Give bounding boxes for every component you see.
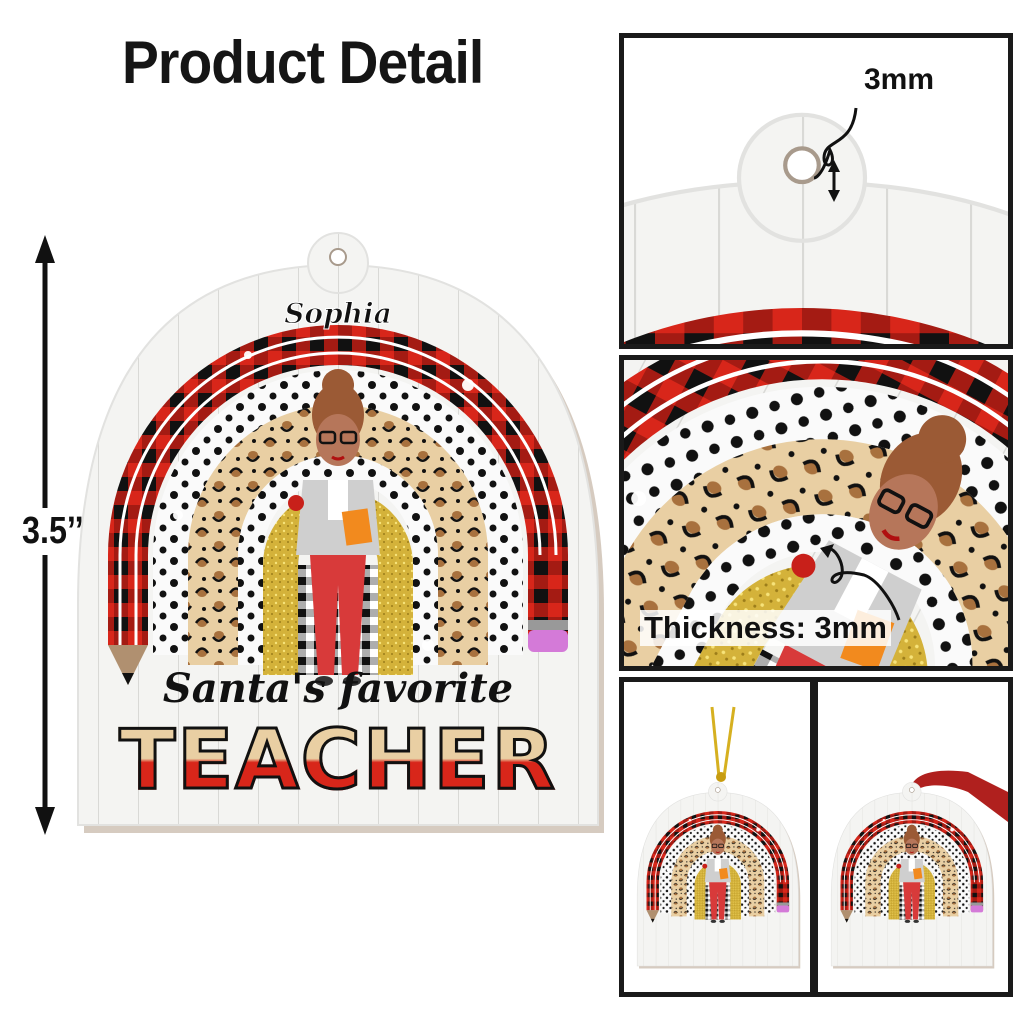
ornament-name-text: Sophia xyxy=(284,297,393,331)
ornament-line1-text: Santa's favorite xyxy=(162,665,514,712)
red-ribbon-icon xyxy=(910,770,1008,822)
gold-string-icon xyxy=(710,706,736,778)
page-title: Product Detail xyxy=(122,29,484,96)
height-label: 3.5’’ xyxy=(22,508,84,555)
hole-size-label: 3mm xyxy=(864,63,935,96)
ornament-line2-text: TEACHER xyxy=(58,712,618,810)
hole-detail-panel: 3mm xyxy=(619,33,1013,349)
gold-string-variant-panel xyxy=(619,677,815,997)
thickness-label: Thickness: 3mm xyxy=(640,610,891,646)
main-ornament-image: Sophia Santa's favorite TEACHER xyxy=(58,225,618,845)
red-ribbon-variant-panel xyxy=(813,677,1013,997)
thickness-detail-panel: Thickness: 3mm xyxy=(619,355,1013,671)
